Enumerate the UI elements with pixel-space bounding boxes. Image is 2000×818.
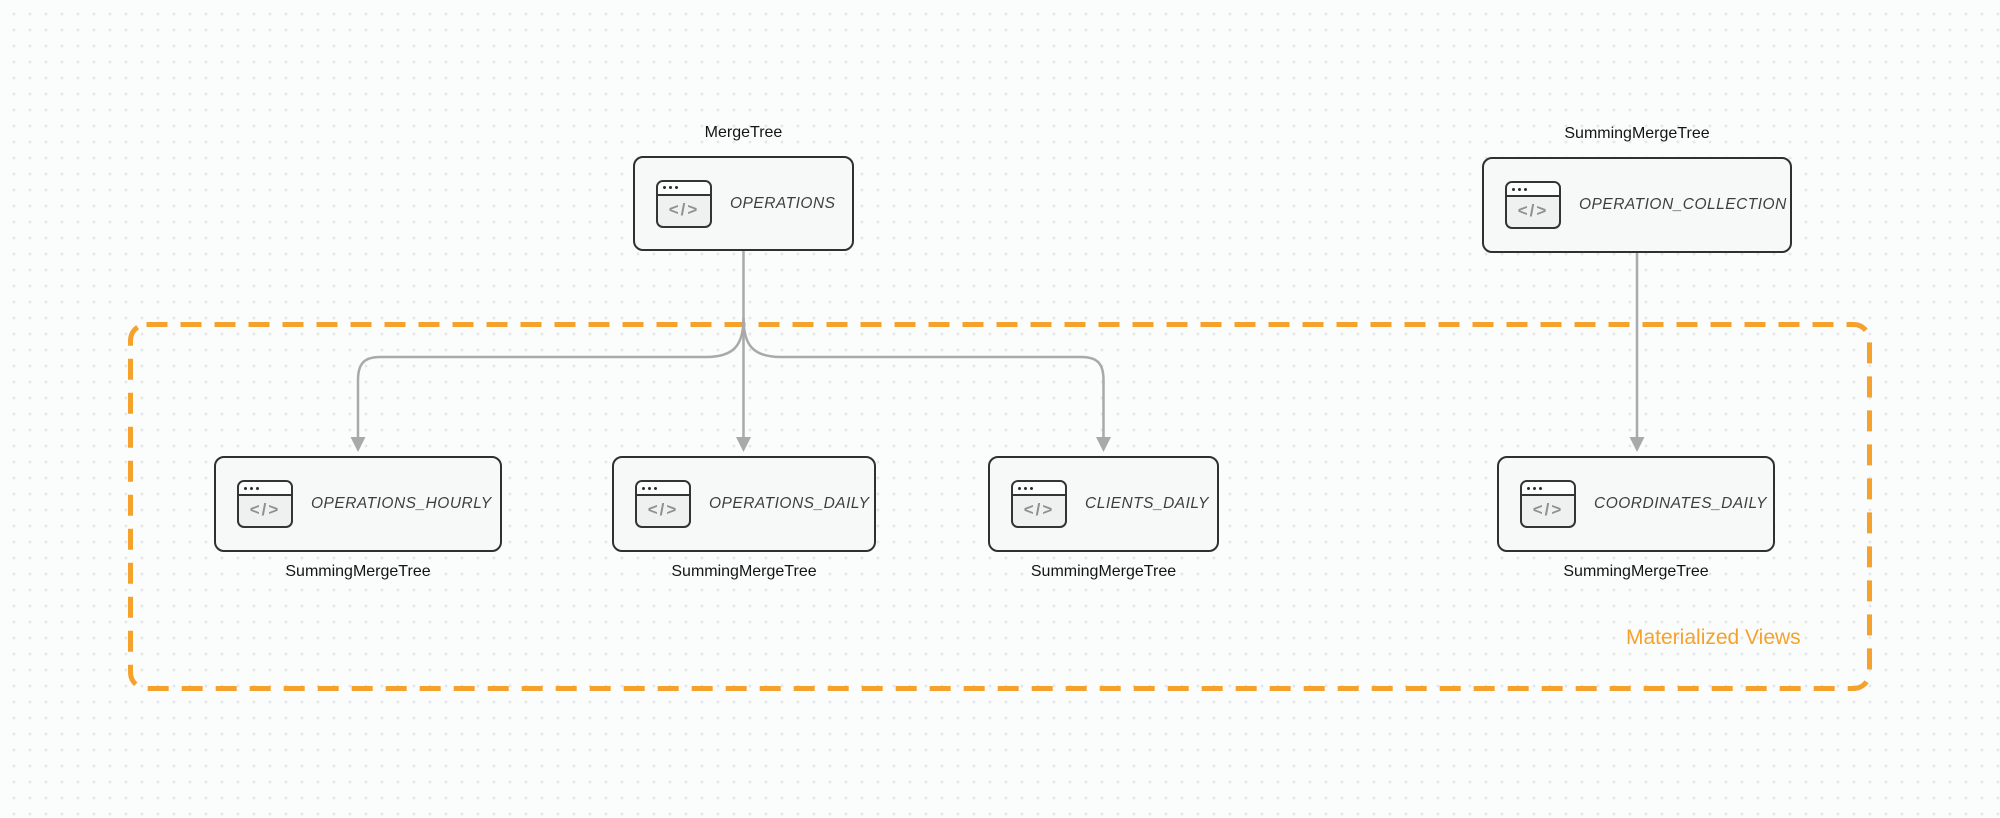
code-window-icon: </> [1011, 480, 1067, 528]
arrow-operations-to-clients-daily [742, 317, 1105, 438]
node-box-operations-daily[interactable]: </> OPERATIONS_DAILY [612, 456, 876, 552]
code-window-icon: </> [1505, 181, 1561, 229]
window-dots-icon [658, 181, 710, 196]
node-box-operations[interactable]: </> OPERATIONS [633, 156, 854, 251]
engine-label-operation-collection: SummingMergeTree [1564, 125, 1710, 142]
window-dots-icon [1013, 482, 1065, 496]
arrowheads [350, 437, 1645, 452]
code-glyph-icon: </> [249, 500, 281, 519]
code-window-icon: </> [656, 179, 712, 228]
window-dots-icon [239, 482, 291, 496]
window-dots-icon [1507, 183, 1559, 197]
code-glyph-icon: </> [1517, 201, 1549, 220]
arrowhead-operations-daily [736, 437, 751, 452]
node-operations: MergeTree </> OPERATIONS [633, 124, 854, 251]
node-title: OPERATIONS_DAILY [709, 495, 870, 512]
materialized-views-group-label: Materialized Views [1626, 626, 1801, 649]
node-operations-daily: </> OPERATIONS_DAILY SummingMergeTree [612, 456, 876, 580]
node-box-coordinates-daily[interactable]: </> COORDINATES_DAILY [1497, 456, 1775, 552]
arrowhead-operations-hourly [350, 437, 366, 452]
arrowhead-clients-daily [1096, 437, 1111, 452]
connector-arrows [356, 251, 1639, 438]
node-coordinates-daily: </> COORDINATES_DAILY SummingMergeTree [1497, 456, 1775, 580]
code-window-icon: </> [1520, 480, 1576, 528]
code-glyph-icon: </> [1532, 500, 1564, 519]
engine-label-operations-hourly: SummingMergeTree [285, 563, 431, 580]
window-dots-icon [1522, 482, 1574, 496]
node-title: OPERATION_COLLECTION [1579, 196, 1787, 213]
node-box-operations-hourly[interactable]: </> OPERATIONS_HOURLY [214, 456, 502, 552]
code-glyph-icon: </> [1023, 500, 1055, 519]
arrow-operations-to-operations-hourly [356, 317, 745, 438]
code-window-icon: </> [237, 480, 293, 528]
engine-label-coordinates-daily: SummingMergeTree [1563, 563, 1709, 580]
window-dots-icon [637, 482, 689, 496]
node-operations-hourly: </> OPERATIONS_HOURLY SummingMergeTree [214, 456, 502, 580]
engine-label-operations: MergeTree [704, 124, 783, 141]
node-clients-daily: </> CLIENTS_DAILY SummingMergeTree [988, 456, 1219, 580]
node-title: COORDINATES_DAILY [1594, 495, 1768, 512]
engine-label-clients-daily: SummingMergeTree [1030, 563, 1177, 580]
code-glyph-icon: </> [668, 199, 700, 219]
engine-label-operations-daily: SummingMergeTree [671, 563, 817, 580]
node-title: OPERATIONS [730, 194, 836, 212]
node-title: OPERATIONS_HOURLY [311, 495, 492, 512]
code-window-icon: </> [635, 480, 691, 528]
node-operation-collection: SummingMergeTree </> OPERATION_COLLECTIO… [1482, 125, 1792, 253]
node-box-operation-collection[interactable]: </> OPERATION_COLLECTION [1482, 157, 1792, 253]
node-box-clients-daily[interactable]: </> CLIENTS_DAILY [988, 456, 1219, 552]
arrowhead-coordinates-daily [1629, 437, 1645, 452]
code-glyph-icon: </> [647, 500, 679, 519]
node-title: CLIENTS_DAILY [1085, 495, 1209, 512]
